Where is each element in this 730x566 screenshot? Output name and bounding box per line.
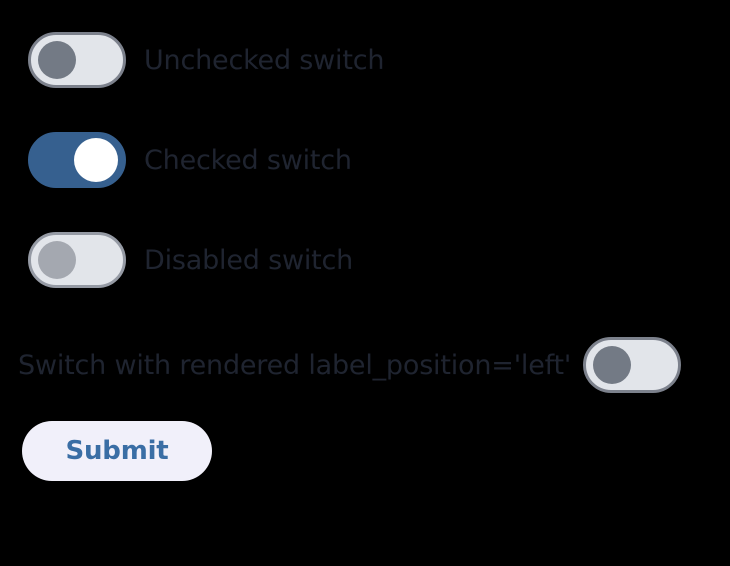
switch-row-checked: Checked switch xyxy=(28,132,352,188)
switch-row-left-label: Switch with rendered label_position='lef… xyxy=(18,337,682,393)
switch-row-unchecked: Unchecked switch xyxy=(28,32,384,88)
submit-button[interactable]: Submit xyxy=(22,421,212,481)
disabled-switch-label: Disabled switch xyxy=(144,244,354,276)
left-label-switch-label: Switch with rendered label_position='lef… xyxy=(18,349,572,381)
disabled-switch-toggle xyxy=(28,232,126,288)
switch-knob xyxy=(38,241,76,279)
switch-row-disabled: Disabled switch xyxy=(28,232,353,288)
switch-knob xyxy=(38,41,76,79)
unchecked-switch-label: Unchecked switch xyxy=(144,44,385,76)
left-label-switch-toggle[interactable] xyxy=(583,337,682,393)
checked-switch-label: Checked switch xyxy=(144,144,352,176)
unchecked-switch-toggle[interactable] xyxy=(28,32,126,88)
switch-knob xyxy=(74,138,118,182)
checked-switch-toggle[interactable] xyxy=(28,132,126,188)
switch-knob xyxy=(593,346,632,384)
